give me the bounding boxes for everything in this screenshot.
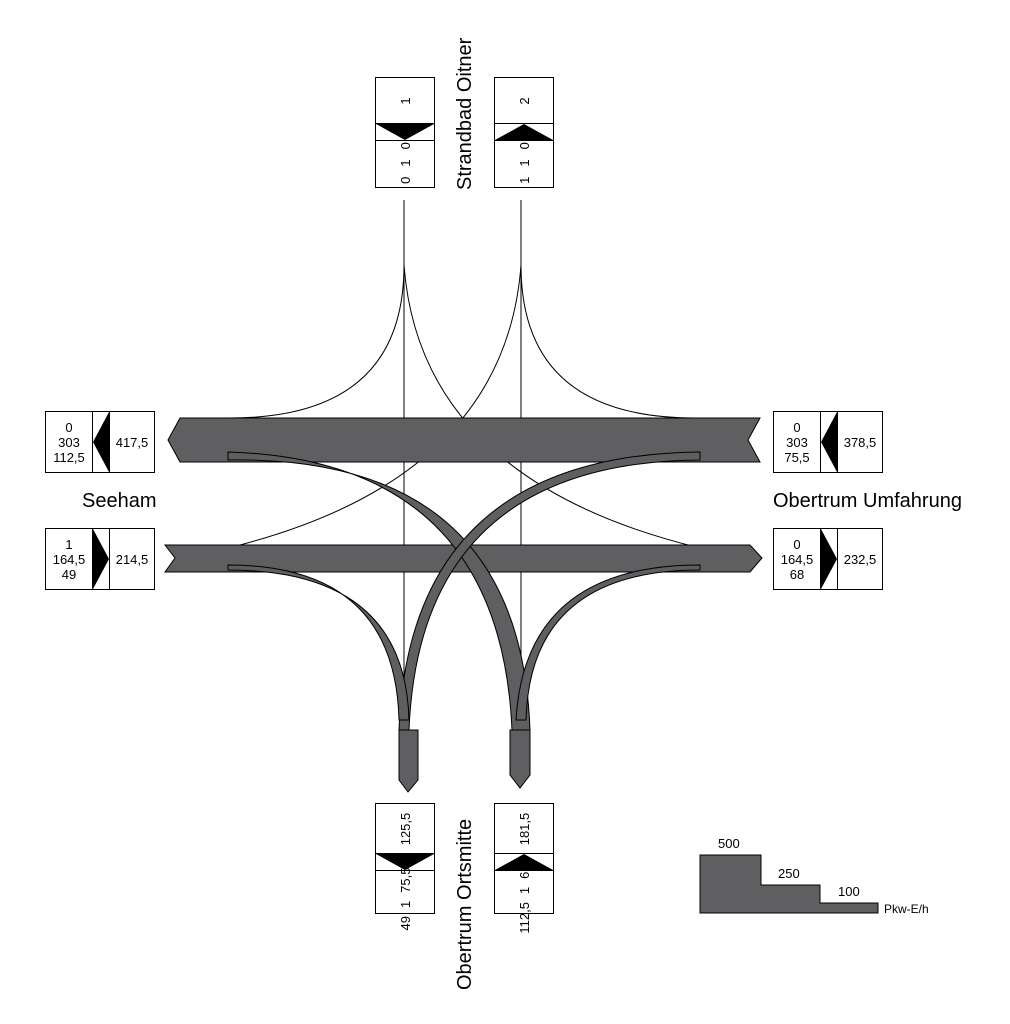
turn: 164,5 bbox=[780, 551, 814, 567]
south-out-total: 181,5 bbox=[516, 812, 532, 846]
turn: 303 bbox=[786, 434, 808, 450]
turn: 303 bbox=[58, 434, 80, 450]
turn: 1 bbox=[516, 886, 532, 895]
turn: 1 bbox=[516, 159, 532, 167]
turn: 49 bbox=[397, 916, 413, 931]
arrow-up-icon bbox=[495, 854, 553, 870]
north-in-turns: 0 1 0 bbox=[390, 119, 420, 207]
turn: 68 bbox=[789, 566, 805, 582]
arrow-down-icon bbox=[376, 124, 434, 140]
turn: 68 bbox=[516, 864, 532, 879]
legend-bar bbox=[699, 854, 879, 914]
east-out-total: 232,5 bbox=[843, 551, 877, 567]
south-out-box: 181,5 112,5 1 68 bbox=[494, 803, 554, 934]
arrow-right-icon bbox=[821, 529, 837, 589]
west-in-total: 417,5 bbox=[115, 434, 149, 450]
curve-east2-to-south bbox=[515, 564, 701, 721]
curve-west-to-south bbox=[227, 451, 531, 731]
arrow-down-icon bbox=[376, 854, 434, 870]
west-label: Seeham bbox=[82, 490, 157, 512]
turn: 164,5 bbox=[52, 551, 86, 567]
turn: 49 bbox=[61, 566, 77, 582]
thin-curve bbox=[229, 264, 405, 419]
south-stub-left bbox=[398, 729, 419, 793]
turn: 112,5 bbox=[53, 449, 85, 465]
legend-500: 500 bbox=[718, 836, 740, 851]
turn: 0 bbox=[516, 142, 532, 150]
south-out-turns: 112,5 1 68 bbox=[501, 855, 547, 943]
south-in-box: 125,5 49 1 75,5 bbox=[375, 803, 435, 931]
turn: 112,5 bbox=[516, 902, 532, 934]
turn: 1 bbox=[516, 176, 532, 184]
turn: 1 bbox=[65, 536, 73, 552]
north-out-turns: 1 1 0 bbox=[509, 119, 539, 207]
thin-curve bbox=[520, 264, 696, 419]
turn: 1 bbox=[397, 900, 413, 909]
curve-east-to-south bbox=[398, 451, 701, 731]
westbound-band bbox=[167, 417, 761, 463]
turn: 0 bbox=[397, 176, 413, 184]
east-label: Obertrum Umfahrung bbox=[773, 490, 962, 512]
south-label: Obertrum Ortsmitte bbox=[454, 818, 476, 990]
south-stub-right bbox=[509, 729, 531, 789]
east-in-total: 378,5 bbox=[843, 434, 877, 450]
turn: 0 bbox=[65, 419, 73, 435]
thin-curve bbox=[403, 264, 701, 549]
thin-curve bbox=[227, 264, 522, 549]
turn: 0 bbox=[793, 419, 801, 435]
turn: 0 bbox=[793, 536, 801, 552]
legend-250: 250 bbox=[778, 866, 800, 881]
arrow-right-icon bbox=[93, 529, 109, 589]
south-in-total: 125,5 bbox=[397, 812, 413, 846]
arrow-left-icon bbox=[821, 412, 837, 472]
arrow-left-icon bbox=[93, 412, 109, 472]
south-in-turns: 49 1 75,5 bbox=[382, 855, 428, 943]
legend-unit: Pkw-E/h bbox=[884, 902, 929, 916]
turn: 75,5 bbox=[397, 867, 413, 893]
arrow-up-icon bbox=[495, 124, 553, 140]
north-label: Strandbad Oitner bbox=[454, 37, 476, 190]
curve-west2-to-south bbox=[227, 564, 410, 721]
legend-100: 100 bbox=[838, 884, 860, 899]
turn: 0 bbox=[397, 142, 413, 150]
turn: 75,5 bbox=[784, 449, 810, 465]
west-out-total: 214,5 bbox=[115, 551, 149, 567]
turn: 1 bbox=[397, 159, 413, 167]
